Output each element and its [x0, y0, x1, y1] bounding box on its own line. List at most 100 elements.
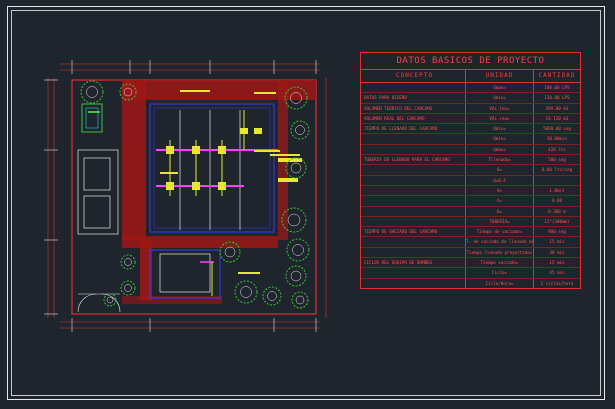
cell-concept [361, 247, 466, 258]
cell-unit: V= [466, 185, 534, 196]
cell-unit: Q=0.4 [466, 175, 534, 185]
cell-unit: Qmax= [466, 144, 534, 155]
tree-core [224, 246, 236, 258]
tree-core [240, 286, 252, 298]
cell-concept [361, 237, 466, 247]
drawing-frame [7, 6, 605, 400]
table-row: Tiempo llenado proyectado= 30 min [361, 247, 580, 259]
tree-core [124, 284, 132, 292]
tree-core [292, 244, 304, 256]
cell-concept [361, 144, 466, 155]
cell-unit: D= [466, 206, 534, 216]
cell-concept [361, 216, 466, 227]
tree-core [106, 296, 114, 304]
tree-core [123, 87, 133, 97]
table-row: D= 0.308 m [361, 206, 580, 217]
table-title: DATOS BASICOS DE PROYECTO [361, 53, 580, 70]
tree-symbol [291, 291, 309, 309]
cell-amount: 30 min [549, 249, 565, 255]
table-row: Qmax=180.00 LPS [361, 83, 580, 94]
cell-amount: 15 min [549, 239, 565, 245]
tree-symbol [284, 86, 308, 110]
tree-symbol [120, 280, 136, 296]
table-row: TUBERIA=12"(300mm) [361, 216, 580, 228]
cell-amount: 900 seg [548, 229, 566, 235]
cell-concept: TUBERIA DE LLENADO PARA EL CARCAMO [361, 155, 466, 165]
table-header: CONCEPTO UNIDAD CANTIDAD [361, 70, 580, 83]
dimension-ticks [44, 60, 317, 332]
cell-amount: 500 seg [548, 157, 566, 163]
header-unit: UNIDAD [466, 70, 534, 82]
table-row: Q=0.4 [361, 175, 580, 186]
table-row: V=1.0m/s [361, 185, 580, 197]
cell-amount: 120.00 LPS [544, 95, 570, 101]
cell-amount: 180.00 LPS [544, 85, 570, 90]
cell-unit: Tiempo vaciado= [466, 258, 534, 268]
tree-symbol [219, 241, 241, 263]
cell-amount: 53.120 m3 [545, 115, 569, 121]
tree-symbol [80, 80, 104, 104]
table-row: Qmin= 30.00min [361, 134, 580, 145]
drawing-frame-inner [11, 10, 601, 396]
tree-symbol [120, 254, 136, 270]
cell-concept: DATOS PARA DISEÑO [361, 93, 466, 103]
cell-unit: Ciclo= [466, 268, 534, 278]
tree-core [290, 92, 302, 104]
cell-unit: Qmin= [466, 93, 534, 103]
cell-concept: VOLUMEN REAL DEL CARCAMO [361, 113, 466, 124]
tree-symbol [290, 120, 310, 140]
cell-amount: 0.08 [551, 198, 563, 204]
cell-concept [361, 83, 466, 93]
table-row: Qmax= 420 lts [361, 144, 580, 156]
cell-amount: 45 min [549, 270, 565, 276]
tree-core [86, 86, 98, 98]
cell-unit: A= [466, 196, 534, 206]
cell-unit: VOL.rea= [466, 113, 534, 124]
cell-amount: 30.00min [546, 136, 568, 142]
cell-concept: TIEMPO DE VACIADO DEL CARCAMO [361, 227, 466, 237]
cell-concept [361, 278, 466, 288]
table-row: Ciclo/Hora=1 ciclos/hora [361, 278, 580, 288]
tree-symbol [234, 280, 258, 304]
tree-core [287, 213, 301, 227]
tree-symbol [286, 238, 310, 262]
tree-symbol [262, 286, 282, 306]
cell-amount: 0.308 m [548, 208, 566, 214]
cell-amount: 399.00 m3 [545, 105, 569, 111]
cell-unit: Tiempo llenado proyectado= [466, 247, 534, 258]
tree-core [295, 295, 305, 305]
cell-amount: 420 lts [548, 146, 566, 152]
cell-concept [361, 185, 466, 196]
cell-unit: Tiempo de vaciado= [466, 227, 534, 237]
tree-symbol [119, 83, 137, 101]
cell-unit: D= [466, 165, 534, 175]
tree-core [295, 125, 305, 135]
gate-arcs [77, 293, 121, 313]
piping [88, 110, 278, 296]
tree-symbol [103, 293, 117, 307]
cell-unit: Qmin= [466, 134, 534, 144]
cell-amount: 15 min [549, 260, 565, 266]
cell-concept: CICLOS DEL EQUIPO DE BOMBEO [361, 258, 466, 268]
structure-lines [77, 110, 241, 293]
cell-concept: TIEMPO DE LLENADO DEL CARCAMO [361, 124, 466, 134]
table-row: D=0.08 lts/seg [361, 165, 580, 176]
cell-concept: VOLUMEN TEORICO DEL CARCAMO [361, 103, 466, 113]
tree-symbol [285, 157, 307, 179]
cell-concept [361, 268, 466, 278]
tree-symbol [285, 265, 307, 287]
cell-amount: 1 ciclos/hora [540, 280, 574, 286]
cell-concept [361, 206, 466, 216]
cell-amount: 12"(300mm) [544, 218, 570, 224]
cell-amount [534, 176, 580, 185]
cell-concept [361, 165, 466, 175]
tree-core [290, 162, 302, 174]
tree-core [290, 270, 302, 282]
